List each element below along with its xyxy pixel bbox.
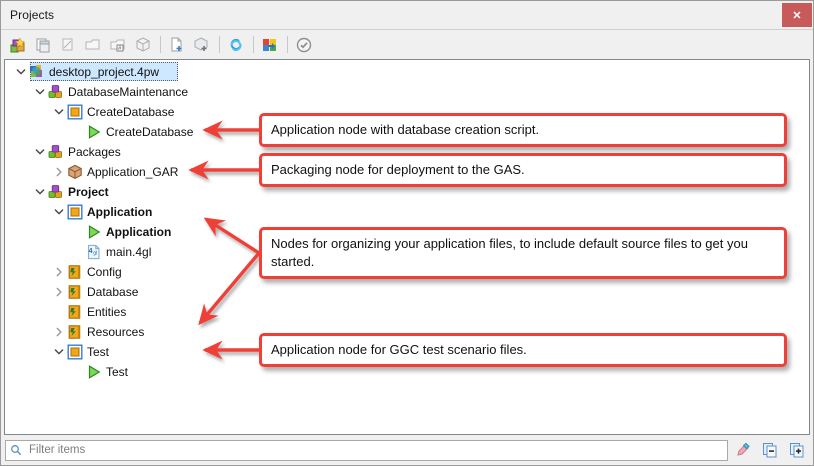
add-package-icon[interactable] [190, 33, 213, 56]
application-icon [67, 104, 83, 120]
tree-node-label: Application_GAR [87, 165, 179, 179]
filter-input[interactable] [27, 443, 727, 457]
group-icon [48, 184, 64, 200]
tree-expander-collapse-icon[interactable] [51, 104, 67, 120]
tree-expander-expand-icon[interactable] [51, 284, 67, 300]
group-icon [48, 84, 64, 100]
application-icon [67, 204, 83, 220]
toolbar-separator-4 [287, 36, 288, 53]
tree-node-label: Resources [87, 325, 145, 339]
paste-icon[interactable] [81, 33, 104, 56]
tree-node-test_run[interactable]: Test [5, 362, 809, 382]
tree-node-packages[interactable]: Packages [5, 142, 809, 162]
tree-node-test_app[interactable]: Test [5, 342, 809, 362]
title-bar: Projects ✕ [1, 1, 813, 30]
tree-node-label: Test [87, 345, 110, 359]
tree-expander-collapse-icon[interactable] [32, 84, 48, 100]
tree-expander-none-icon [51, 304, 67, 320]
tree-expander-collapse-icon[interactable] [32, 184, 48, 200]
tree-node-desktop_project[interactable]: desktop_project.4pw [5, 62, 809, 82]
toolbar-separator-1 [160, 36, 161, 53]
close-button[interactable]: ✕ [782, 3, 812, 27]
tree-node-config[interactable]: Config [5, 262, 809, 282]
tree-node-project[interactable]: Project [5, 182, 809, 202]
tree-node-label: CreateDatabase [87, 105, 175, 119]
tree-expander-collapse-icon[interactable] [51, 204, 67, 220]
cut-icon[interactable] [56, 33, 79, 56]
group-icon [48, 144, 64, 160]
tree-expander-expand-icon[interactable] [51, 324, 67, 340]
folder-node-icon [67, 324, 83, 340]
tree-expander-none-icon [70, 244, 86, 260]
tree-node-resources[interactable]: Resources [5, 322, 809, 342]
filter-bar [1, 435, 813, 465]
clear-filter-icon[interactable] [731, 438, 755, 462]
callout-packages: Packaging node for deployment to the GAS… [259, 153, 787, 187]
tree-expander-expand-icon[interactable] [51, 164, 67, 180]
collapse-all-icon[interactable] [758, 438, 782, 462]
run-icon [86, 364, 102, 380]
toolbar-separator-3 [253, 36, 254, 53]
tree-expander-expand-icon[interactable] [51, 264, 67, 280]
tree-node-label: main.4gl [106, 245, 152, 259]
callout-test: Application node for GGC test scenario f… [259, 333, 787, 367]
tree-node-label: Project [68, 185, 109, 199]
tree-node-label: Application [87, 205, 153, 219]
project-icon [29, 64, 45, 80]
validate-icon[interactable] [292, 33, 315, 56]
callout-project-nodes: Nodes for organizing your application fi… [259, 227, 787, 279]
copy-icon[interactable] [31, 33, 54, 56]
package-icon[interactable] [131, 33, 154, 56]
tree-node-application_gar[interactable]: Application_GAR [5, 162, 809, 182]
gar-icon [67, 164, 83, 180]
tree-node-label: CreateDatabase [106, 125, 194, 139]
svg-text:gl: gl [93, 250, 97, 256]
tree-expander-collapse-icon[interactable] [51, 344, 67, 360]
folder-node-icon [67, 264, 83, 280]
tree-expander-none-icon [70, 364, 86, 380]
tree-node-label: Config [87, 265, 122, 279]
new-project-icon[interactable] [6, 33, 29, 56]
tree-node-label: Database [87, 285, 139, 299]
run-icon [86, 224, 102, 240]
window-title: Projects [10, 8, 55, 22]
tree-node-create_database_app[interactable]: CreateDatabase [5, 102, 809, 122]
paste-special-icon[interactable]: # [106, 33, 129, 56]
refresh-icon[interactable] [224, 33, 247, 56]
tree-node-entities[interactable]: Entities [5, 302, 809, 322]
application-icon [67, 344, 83, 360]
run-icon [86, 124, 102, 140]
magnifier-icon [10, 444, 22, 456]
build-icon[interactable] [258, 33, 281, 56]
filter-input-wrapper[interactable] [5, 439, 728, 461]
tree-node-application_run[interactable]: Application [5, 222, 809, 242]
tree-node-application[interactable]: Application [5, 202, 809, 222]
tree-node-label: Packages [68, 145, 121, 159]
toolbar: # [1, 30, 813, 59]
new-file-icon[interactable] [165, 33, 188, 56]
folder-node-icon [67, 284, 83, 300]
tree-node-database[interactable]: Database [5, 282, 809, 302]
tree-node-label: Application [106, 225, 172, 239]
tree-expander-none-icon [70, 224, 86, 240]
svg-text:4: 4 [89, 248, 93, 255]
folder-node-icon [67, 304, 83, 320]
expand-all-icon[interactable] [785, 438, 809, 462]
tree-node-create_database_script[interactable]: CreateDatabase [5, 122, 809, 142]
tree-expander-collapse-icon[interactable] [13, 64, 29, 80]
tree-node-label: Entities [87, 305, 127, 319]
toolbar-separator-2 [219, 36, 220, 53]
svg-text:#: # [118, 46, 122, 52]
tree-expander-collapse-icon[interactable] [32, 144, 48, 160]
tree-node-label: Test [106, 365, 129, 379]
tree-node-database_maintenance[interactable]: DatabaseMaintenance [5, 82, 809, 102]
tree-node-label: DatabaseMaintenance [68, 85, 189, 99]
callout-create-database: Application node with database creation … [259, 113, 787, 147]
tree-node-label: desktop_project.4pw [49, 65, 160, 79]
tree-expander-none-icon [70, 124, 86, 140]
